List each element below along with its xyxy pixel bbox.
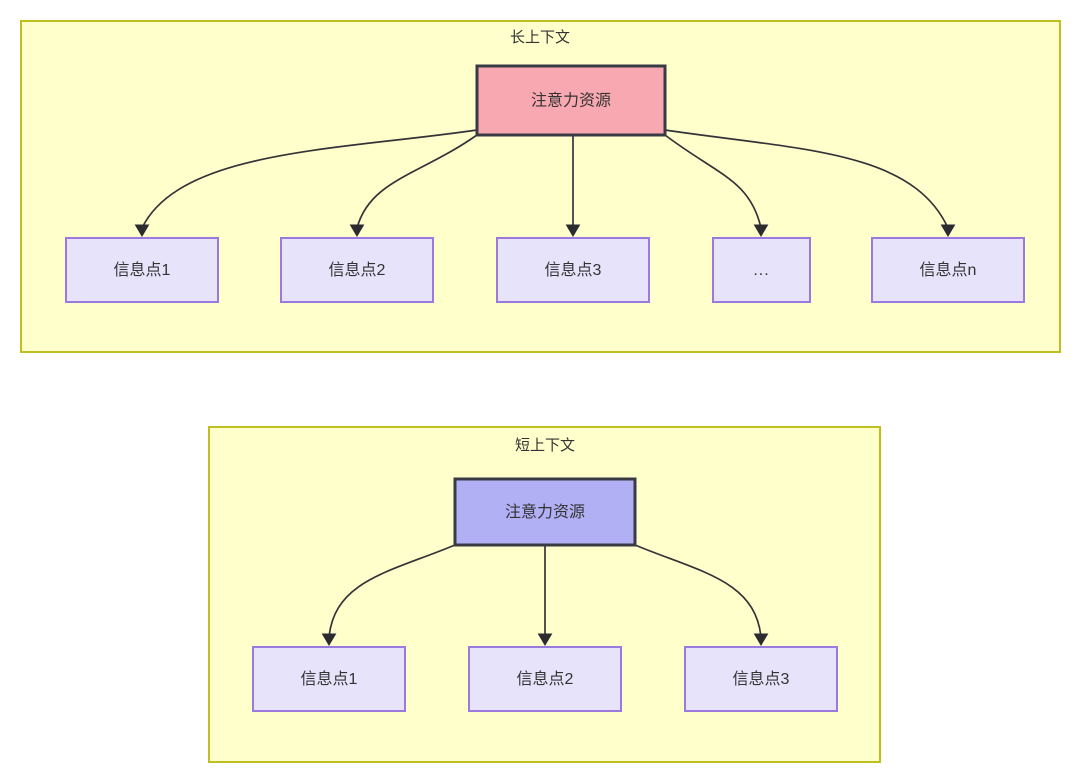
group-short-context: 短上下文 注意力资源 信息点1 信息点2 (208, 426, 881, 763)
arrowhead-info-n (940, 224, 956, 237)
node-rect-info-3[interactable] (496, 237, 650, 303)
edge-attention-to-info-1 (141, 129, 478, 229)
edge-layer-short-context (321, 544, 769, 646)
node-info-2[interactable]: 信息点2 (280, 237, 434, 303)
arrowhead-info-ellipsis (753, 224, 769, 237)
node-rect-info-s1[interactable] (252, 646, 406, 712)
node-attention-resource-short[interactable]: 注意力资源 (453, 477, 637, 547)
node-rect-info-s2[interactable] (468, 646, 622, 712)
node-info-n[interactable]: 信息点n (871, 237, 1025, 303)
node-info-s3[interactable]: 信息点3 (684, 646, 838, 712)
arrowhead-info-2 (349, 224, 365, 237)
arrowhead-info-s1 (321, 633, 337, 646)
edge-layer-long-context (134, 129, 956, 237)
node-label-info-1: 信息点1 (114, 261, 171, 279)
node-label-attention-short: 注意力资源 (505, 502, 585, 521)
node-rect-info-2[interactable] (280, 237, 434, 303)
node-rect-attention-short[interactable] (453, 477, 637, 547)
node-label-info-s1: 信息点1 (301, 670, 358, 688)
arrowhead-info-1 (134, 224, 150, 237)
edge-attention-to-info-2 (356, 134, 478, 229)
edge-attention-to-info-ellipsis (664, 134, 762, 229)
node-rect-info-n[interactable] (871, 237, 1025, 303)
edge-attention-to-info-n (664, 129, 949, 229)
group-title-short-context: 短上下文 (515, 437, 575, 454)
node-label-info-s3: 信息点3 (733, 670, 790, 688)
edge-attention-to-info-s3 (634, 544, 762, 638)
node-label-info-ellipsis: ... (753, 262, 769, 279)
node-rect-info-ellipsis[interactable] (712, 237, 811, 303)
node-rect-info-1[interactable] (65, 237, 219, 303)
node-label-info-n: 信息点n (920, 261, 977, 279)
node-rect-attention-long[interactable] (475, 64, 667, 137)
node-info-3[interactable]: 信息点3 (496, 237, 650, 303)
node-info-s2[interactable]: 信息点2 (468, 646, 622, 712)
edge-attention-to-info-s1 (328, 544, 456, 638)
arrowhead-info-3 (565, 224, 581, 237)
node-info-1[interactable]: 信息点1 (65, 237, 219, 303)
node-attention-resource-long[interactable]: 注意力资源 (475, 64, 667, 137)
node-label-info-3: 信息点3 (545, 261, 602, 279)
arrowhead-info-s3 (753, 633, 769, 646)
group-title-long-context: 长上下文 (510, 29, 570, 46)
group-long-context: 长上下文 注意力资源 信息 (20, 20, 1061, 353)
node-label-attention-long: 注意力资源 (531, 91, 611, 110)
node-rect-info-s3[interactable] (684, 646, 838, 712)
node-info-ellipsis[interactable]: ... (712, 237, 811, 303)
arrowhead-info-s2 (537, 633, 553, 646)
node-label-info-s2: 信息点2 (517, 670, 574, 688)
node-label-info-2: 信息点2 (329, 261, 386, 279)
node-info-s1[interactable]: 信息点1 (252, 646, 406, 712)
